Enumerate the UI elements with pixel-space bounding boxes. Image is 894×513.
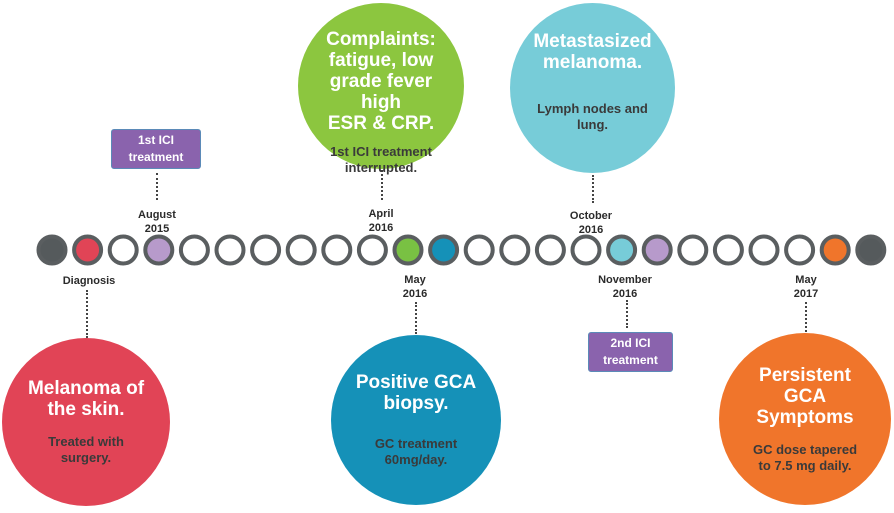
timeline-node: [819, 234, 851, 266]
event-persistent-title: Persistent GCA Symptoms: [756, 364, 854, 428]
connector-complaints: [381, 170, 385, 200]
connector-metastasized: [592, 175, 596, 203]
event-gca-biopsy: Positive GCA biopsy. GC treatment 60mg/d…: [331, 335, 501, 505]
date-aug-2015: August 2015: [138, 209, 176, 235]
tag-2nd-ici-label: 2nd ICI treatment: [603, 336, 658, 367]
timeline-node: [321, 234, 353, 266]
event-persistent-desc: GC dose tapered to 7.5 mg daily.: [752, 441, 858, 473]
timeline-node: [784, 234, 816, 266]
timeline-node: [463, 234, 495, 266]
date-oct-2016: October 2016: [569, 210, 613, 236]
timeline-node: [712, 234, 744, 266]
event-metastasized-desc: Lymph nodes and lung.: [537, 101, 648, 132]
timeline-node: [285, 234, 317, 266]
timeline-node: [606, 234, 638, 266]
date-nov-2016: November 2016: [598, 274, 652, 300]
timeline-node: [570, 234, 602, 266]
timeline-node: [855, 234, 887, 266]
tag-1st-ici-label: 1st ICI treatment: [128, 133, 184, 164]
tag-2nd-ici: 2nd ICI treatment: [588, 332, 673, 372]
event-melanoma-title: Melanoma of the skin.: [27, 378, 145, 420]
event-persistent: Persistent GCA Symptoms GC dose tapered …: [719, 333, 891, 505]
timeline-node: [107, 234, 139, 266]
connector-2nd-ici: [626, 300, 630, 328]
connector-gca-biopsy: [415, 302, 419, 334]
event-melanoma-desc: Treated with surgery.: [48, 434, 124, 465]
timeline-node: [641, 234, 673, 266]
timeline-node: [250, 234, 282, 266]
event-melanoma: Melanoma of the skin. Treated with surge…: [2, 338, 170, 506]
timeline-node: [499, 234, 531, 266]
timeline-node: [534, 234, 566, 266]
timeline-node: [392, 234, 424, 266]
date-apr-2016: April 2016: [368, 208, 394, 234]
event-gca-biopsy-title: Positive GCA biopsy.: [355, 372, 477, 414]
timeline-node: [748, 234, 780, 266]
connector-persistent: [805, 302, 809, 332]
timeline-node: [677, 234, 709, 266]
connector-1st-ici: [156, 173, 160, 200]
date-may-2017: May 2017: [793, 274, 819, 300]
timeline-node: [143, 234, 175, 266]
timeline-node: [356, 234, 388, 266]
event-complaints: Complaints: fatigue, low grade fever hig…: [298, 3, 464, 175]
timeline-node: [178, 234, 210, 266]
date-diagnosis: Diagnosis: [62, 275, 116, 287]
timeline-node: [72, 234, 104, 266]
timeline-node: [36, 234, 68, 266]
event-complaints-title: Complaints: fatigue, low grade fever hig…: [326, 29, 436, 134]
connector-diagnosis: [86, 290, 90, 338]
tag-1st-ici: 1st ICI treatment: [111, 129, 201, 169]
event-metastasized: Metastasized melanoma. Lymph nodes and l…: [510, 3, 675, 173]
date-may-2016: May 2016: [402, 274, 428, 300]
event-metastasized-title: Metastasized melanoma.: [533, 31, 652, 73]
event-gca-biopsy-desc: GC treatment 60mg/day.: [374, 436, 458, 467]
timeline-node: [214, 234, 246, 266]
timeline-node: [428, 234, 460, 266]
event-complaints-desc: 1st ICI treatment interrupted.: [330, 144, 432, 175]
